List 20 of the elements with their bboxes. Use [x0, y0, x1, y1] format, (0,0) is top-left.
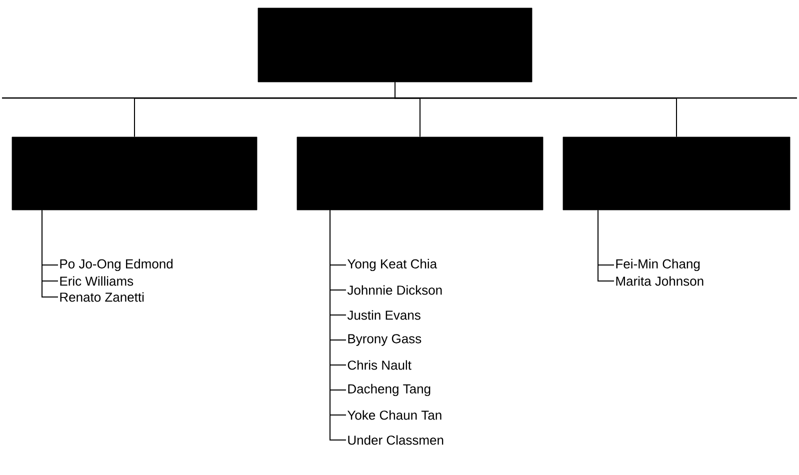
- connector-line: [394, 82, 677, 138]
- org-box: [296, 136, 544, 210]
- org-box: [258, 8, 532, 82]
- member-name: Renato Zanetti: [60, 292, 144, 302]
- member-name: Fei-Min Chang: [616, 258, 700, 272]
- member-name: Dacheng Tang: [348, 384, 430, 396]
- connector-line: [598, 210, 614, 282]
- member-name: Justin Evans: [347, 310, 420, 320]
- member-name: Johnnie Dickson: [347, 285, 442, 295]
- member-name: Chris Nault: [348, 360, 412, 370]
- member-name: Yong Keat Chia: [348, 258, 438, 272]
- connector-line: [42, 210, 58, 298]
- member-name: Byrony Gass: [348, 334, 422, 346]
- org-box: [562, 136, 790, 210]
- member-name: Po Jo-Ong Edmond: [60, 258, 173, 272]
- member-name: Eric Williams: [60, 276, 134, 286]
- org-box: [12, 136, 258, 210]
- member-name: Yoke Chaun Tan: [348, 410, 442, 420]
- member-name: Marita Johnson: [616, 276, 704, 286]
- member-name: Under Classmen: [348, 435, 444, 445]
